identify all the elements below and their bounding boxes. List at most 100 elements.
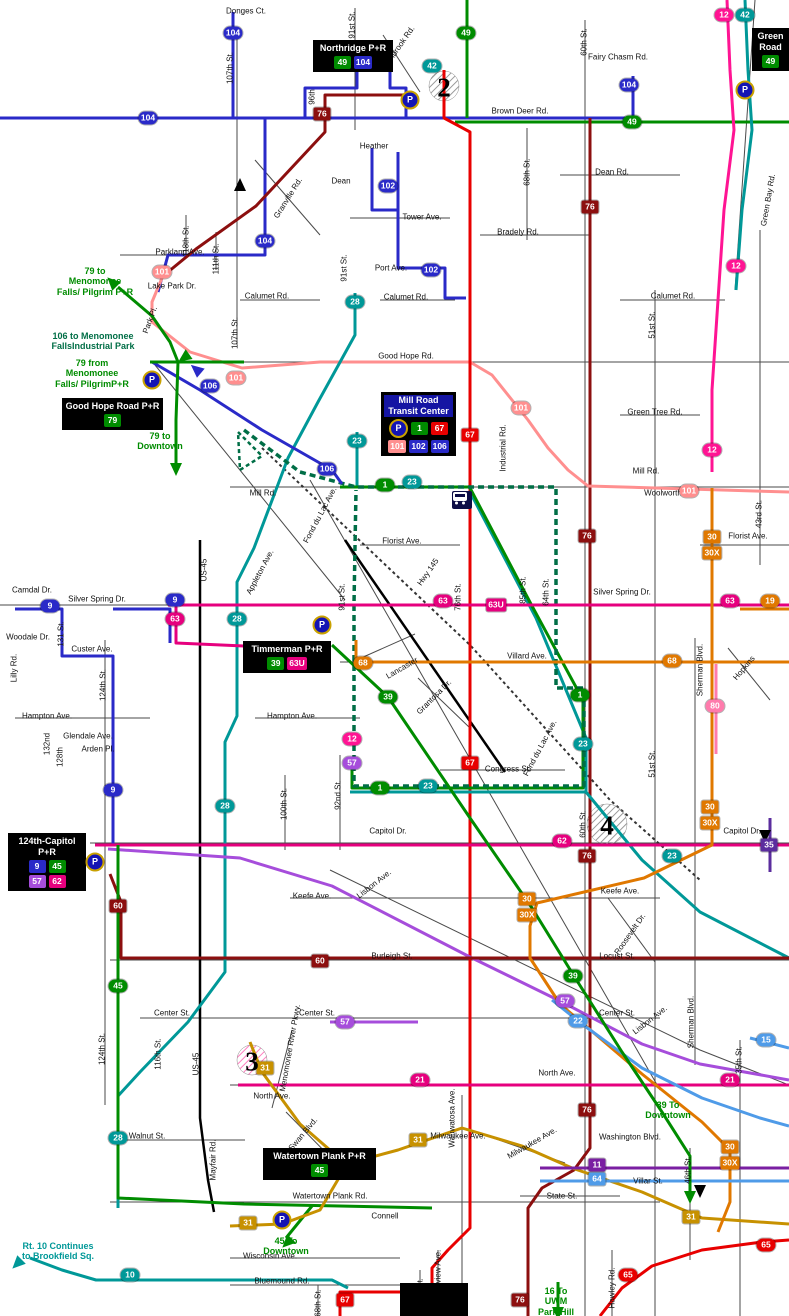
road-line <box>261 447 701 881</box>
street-label: Dean <box>331 176 351 186</box>
route-badge: 102 <box>378 179 398 193</box>
route-badge: 57 <box>342 756 362 770</box>
route-badge: 45 <box>108 979 128 993</box>
street-label: Glendale Ave. <box>63 731 113 741</box>
bus-route-line <box>242 428 586 788</box>
route-badge: 76 <box>578 849 596 863</box>
street-label: Lancaster <box>384 655 420 681</box>
street-label: Parkland Ave. <box>155 247 205 257</box>
street-label: 128th <box>55 746 65 768</box>
route-badge: 57 <box>335 1015 355 1029</box>
street-label: Lisbon Ave. <box>354 867 394 901</box>
bus-route-line <box>116 845 433 1210</box>
street-label: Silver Spring Dr. <box>68 594 126 604</box>
street-label: Walnut St. <box>128 1131 166 1141</box>
street-label: Dean Rd. <box>595 167 629 177</box>
street-label: 51st St. <box>647 750 657 778</box>
street-label: 46th St. <box>683 1156 693 1184</box>
street-label: Calumet Rd. <box>244 291 290 301</box>
station-route-row: 45 <box>266 1163 373 1177</box>
street-label: Fairy Chasm Rd. <box>587 52 649 62</box>
bus-route-line <box>151 360 344 485</box>
route-badge: 65 <box>756 1238 776 1252</box>
street-label: Green Bay Rd. <box>758 173 778 227</box>
area-number: 4 <box>600 810 614 841</box>
street-label: Watertown Plank Rd. <box>292 1191 368 1201</box>
street-label: 35th St. <box>734 1046 744 1074</box>
route-badge: 30X <box>700 816 720 830</box>
station-title: P+R <box>38 846 56 857</box>
route-badge: 104 <box>255 234 275 248</box>
route-badge: 23 <box>402 475 422 489</box>
route-badge: 30 <box>703 530 721 544</box>
street-label: Bluemound Rd. <box>254 1276 310 1286</box>
parking-icon: P <box>85 852 105 872</box>
bus-route-line <box>107 847 789 1082</box>
route-badge: 101 <box>152 265 172 279</box>
street-label: Wauwatosa Ave. <box>447 1088 457 1148</box>
street-label: Florist Ave. <box>728 531 768 541</box>
route-badge: 62 <box>552 834 572 848</box>
area-number: 2 <box>437 72 451 103</box>
street-label: 85th St. <box>518 576 528 604</box>
arrow-icon <box>684 1191 696 1204</box>
street-label: 51st St. <box>647 311 657 339</box>
route-badge: 1 <box>375 478 395 492</box>
route-badge: 49 <box>333 55 351 69</box>
station-route-row: 79 <box>65 413 160 427</box>
bus-route-line <box>29 1256 349 1290</box>
route-badge: 1 <box>411 421 428 435</box>
street-label: Center St. <box>153 1008 191 1018</box>
bus-route-line <box>236 431 264 472</box>
street-label: 100th St. <box>279 787 289 821</box>
route-badge: 63U <box>486 598 506 612</box>
bus-route-line <box>734 0 754 291</box>
street-label: Lake Park Dr. <box>147 281 197 291</box>
route-badge: 101 <box>511 401 531 415</box>
parking-icon: P <box>272 1210 292 1230</box>
street-label: Arden Pl. <box>81 744 115 754</box>
arrow-icon <box>552 1307 564 1316</box>
street-label: Silver Spring Dr. <box>593 587 651 597</box>
route-badge: 106 <box>430 439 449 453</box>
route-badge: 30 <box>721 1140 739 1154</box>
bus-route-line <box>468 491 588 792</box>
station-route-row: 49 <box>755 54 786 68</box>
route-badge: 35 <box>760 838 778 852</box>
parking-icon: P <box>735 80 755 100</box>
route-badge: 67 <box>431 421 448 435</box>
street-label: Mill Rd. <box>632 466 660 476</box>
street-label: Custer Ave. <box>71 644 113 654</box>
street-label: Lisbon Ave. <box>630 1003 670 1037</box>
road-line <box>154 364 346 601</box>
arrow-icon <box>282 1234 296 1248</box>
route-badge: 68 <box>353 656 373 670</box>
street-label: Sherman Blvd. <box>686 995 696 1049</box>
street-label: Keefe Ave. <box>292 891 332 901</box>
street-label: 91st St. <box>347 11 357 39</box>
route-badge: 12 <box>726 259 746 273</box>
route-badge: 9 <box>28 859 46 873</box>
street-label: Calumet Rd. <box>383 292 429 302</box>
arrow-icon <box>694 1185 706 1198</box>
route-badge: 104 <box>138 111 158 125</box>
street-label: Mill Rd. <box>249 488 277 498</box>
route-badge: 12 <box>714 8 734 22</box>
route-badge: 63U <box>287 656 307 670</box>
street-label: Green Tree Rd. <box>627 407 683 417</box>
road-line <box>271 1029 293 1109</box>
street-label: Capitol Dr. <box>369 826 407 836</box>
road-line <box>343 539 507 773</box>
street-label: 43rd St. <box>754 499 764 529</box>
route-badge: 62 <box>48 874 66 888</box>
road-line <box>198 540 216 1213</box>
route-badge: 67 <box>336 1293 354 1307</box>
street-label: 91st St. <box>339 254 349 282</box>
route-badge: 104 <box>619 78 639 92</box>
